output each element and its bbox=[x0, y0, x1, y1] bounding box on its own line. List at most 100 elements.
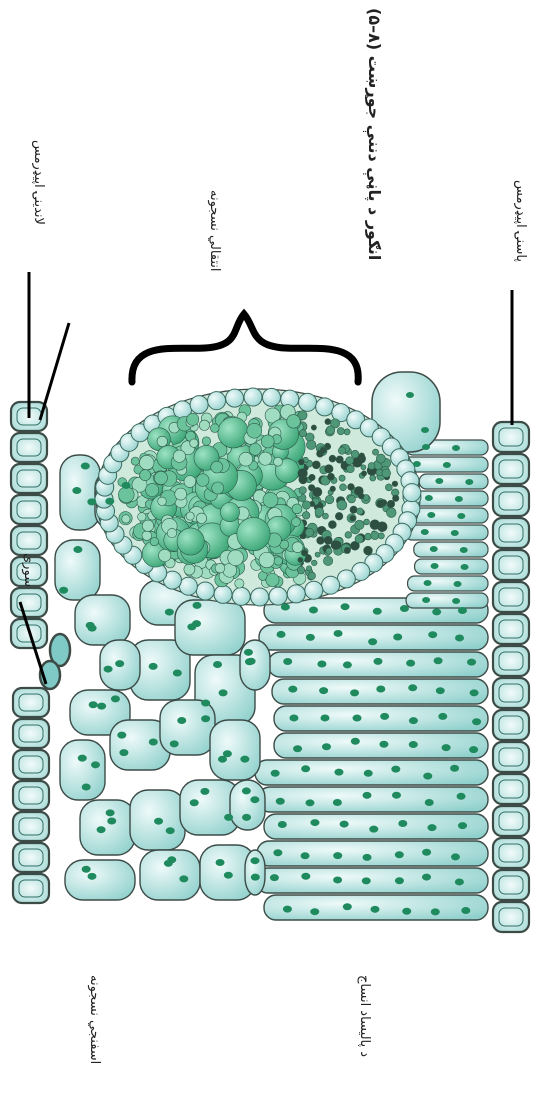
chloroplast bbox=[319, 687, 328, 694]
palisade-cell bbox=[419, 474, 488, 489]
chloroplast bbox=[340, 821, 349, 828]
palisade-cell bbox=[406, 593, 488, 608]
vascular-cell bbox=[335, 512, 343, 520]
chloroplast bbox=[430, 546, 438, 552]
vascular-cell bbox=[211, 461, 223, 473]
vascular-cell bbox=[393, 495, 399, 501]
vascular-cell bbox=[167, 528, 176, 537]
chloroplast bbox=[450, 765, 459, 772]
chloroplast bbox=[353, 715, 362, 722]
vascular-cell bbox=[324, 536, 332, 544]
chloroplast bbox=[373, 608, 382, 615]
chloroplast bbox=[193, 602, 202, 609]
chloroplast bbox=[81, 463, 90, 470]
chloroplast bbox=[288, 686, 297, 693]
palisade-cell bbox=[258, 787, 488, 812]
vascular-cell bbox=[210, 424, 219, 433]
chloroplast bbox=[413, 461, 421, 467]
chloroplast bbox=[82, 866, 91, 873]
vascular-cell bbox=[317, 537, 325, 545]
chloroplast bbox=[341, 603, 350, 610]
vascular-cell bbox=[249, 443, 261, 455]
epidermis-cell bbox=[13, 874, 49, 903]
chloroplast bbox=[431, 563, 439, 569]
vascular-cell bbox=[299, 430, 306, 437]
chloroplast bbox=[179, 875, 188, 882]
chloroplast bbox=[391, 766, 400, 773]
chloroplast bbox=[301, 873, 310, 880]
sheath-cell bbox=[251, 588, 269, 606]
chloroplast bbox=[244, 649, 253, 656]
chloroplast bbox=[247, 658, 256, 665]
epidermis-cell bbox=[493, 582, 529, 612]
vascular-cell bbox=[377, 500, 384, 507]
vascular-cell bbox=[370, 520, 380, 530]
vascular-cell bbox=[378, 533, 384, 539]
epidermis-cell bbox=[493, 486, 529, 516]
epidermis-cell bbox=[13, 812, 49, 841]
chloroplast bbox=[122, 482, 131, 489]
vascular-cell bbox=[235, 579, 244, 588]
palisade-cell bbox=[408, 576, 488, 591]
palisade-cell bbox=[411, 508, 488, 523]
vascular-cell bbox=[122, 515, 130, 523]
chloroplast bbox=[431, 908, 440, 915]
chloroplast bbox=[82, 784, 91, 791]
vascular-cell bbox=[347, 465, 355, 473]
vascular-cell bbox=[320, 447, 326, 453]
chloroplast bbox=[89, 701, 98, 708]
chloroplast bbox=[333, 799, 342, 806]
vascular-cell bbox=[301, 550, 307, 556]
chloroplast bbox=[458, 607, 467, 614]
vascular-cell bbox=[196, 474, 209, 487]
spongy-cell bbox=[210, 720, 260, 780]
chloroplast bbox=[472, 718, 481, 725]
chloroplast bbox=[310, 908, 319, 915]
vascular-cell bbox=[330, 486, 336, 492]
chloroplast bbox=[425, 799, 434, 806]
vascular-cell bbox=[328, 521, 336, 529]
vascular-cell bbox=[361, 471, 366, 476]
vascular-cell bbox=[138, 513, 146, 521]
spongy-cell bbox=[80, 800, 135, 855]
vascular-cell bbox=[184, 564, 195, 575]
palisade-cell bbox=[256, 868, 488, 893]
chloroplast bbox=[224, 872, 233, 879]
vascular-cell bbox=[352, 457, 362, 467]
chloroplast bbox=[250, 857, 259, 864]
chloroplast bbox=[333, 876, 342, 883]
vascular-cell bbox=[350, 506, 357, 513]
chloroplast bbox=[149, 739, 158, 746]
vascular-cell bbox=[228, 550, 244, 566]
vascular-tissue-label: انتقالي نسجونه bbox=[207, 190, 222, 272]
vascular-cell bbox=[215, 563, 225, 573]
chloroplast bbox=[201, 700, 210, 707]
vascular-cell bbox=[173, 450, 185, 462]
chloroplast bbox=[111, 695, 120, 702]
chloroplast bbox=[242, 814, 251, 821]
spongy-cell bbox=[175, 600, 245, 655]
epidermis-cell bbox=[11, 588, 47, 617]
chloroplast bbox=[72, 487, 81, 494]
chloroplast bbox=[362, 877, 371, 884]
upper-epidermis-label: پاسنۍ اپیډرمس bbox=[513, 180, 528, 262]
chloroplast bbox=[428, 631, 437, 638]
vascular-cell bbox=[365, 533, 372, 540]
vascular-cell bbox=[306, 566, 311, 571]
vascular-cell bbox=[311, 560, 317, 566]
chloroplast bbox=[363, 854, 372, 861]
chloroplast bbox=[438, 713, 447, 720]
vascular-cell bbox=[361, 465, 366, 470]
sheath-cell bbox=[208, 392, 226, 410]
chloroplast bbox=[402, 908, 411, 915]
vascular-cell bbox=[344, 429, 350, 435]
chloroplast bbox=[250, 796, 259, 803]
chloroplast bbox=[273, 849, 282, 856]
chloroplast bbox=[455, 878, 464, 885]
chloroplast bbox=[392, 792, 401, 799]
chloroplast bbox=[190, 799, 199, 806]
vascular-cell bbox=[350, 515, 356, 521]
chloroplast bbox=[192, 620, 201, 627]
palisade-cell bbox=[415, 559, 488, 574]
vascular-cell bbox=[184, 476, 196, 488]
